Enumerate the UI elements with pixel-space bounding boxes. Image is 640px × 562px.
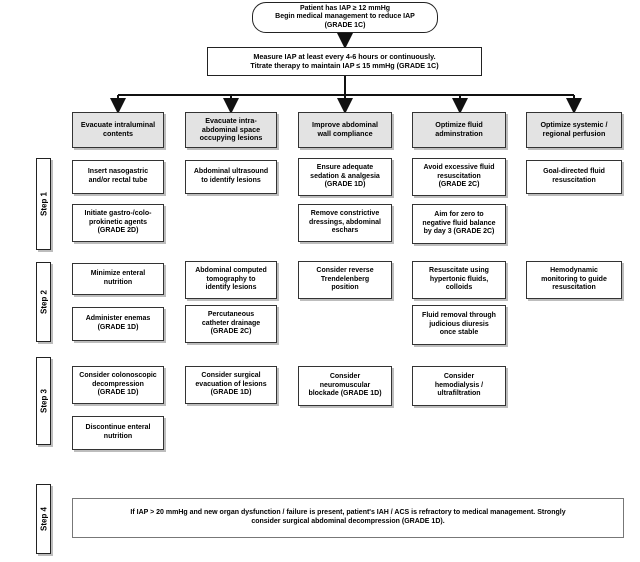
column-header-wall-compliance: Improve abdominal wall compliance: [298, 112, 392, 148]
step1-abdominal-ultrasound: Abdominal ultrasound to identify lesions: [185, 160, 277, 194]
step-1-text: Step 1: [39, 191, 48, 217]
step-2-text: Step 2: [39, 289, 48, 315]
step2-catheter-drainage: Percutaneous catheter drainage (GRADE 2C…: [185, 305, 277, 343]
step2-abdominal-ct: Abdominal computed tomography to identif…: [185, 261, 277, 299]
column-header-perfusion: Optimize systemic / regional perfusion: [526, 112, 622, 148]
step1-zero-fluid-balance: Aim for zero to negative fluid balance b…: [412, 204, 506, 244]
step1-remove-dressings: Remove constrictive dressings, abdominal…: [298, 204, 392, 242]
step3-surgical-evacuation: Consider surgical evacuation of lesions …: [185, 366, 277, 404]
step1-avoid-excessive-fluid: Avoid excessive fluid resuscitation (GRA…: [412, 158, 506, 196]
column-header-fluid: Optimize fluid adminstration: [412, 112, 506, 148]
step1-goal-directed-resuscitation: Goal-directed fluid resuscitation: [526, 160, 622, 194]
column-header-space-occupying: Evacuate intra- abdominal space occupyin…: [185, 112, 277, 148]
start-condition-box: Patient has IAP ≥ 12 mmHg Begin medical …: [252, 2, 438, 33]
step1-nasogastric-tube: Insert nasogastric and/or rectal tube: [72, 160, 164, 194]
step2-reverse-trendelenberg: Consider reverse Trendelenberg position: [298, 261, 392, 299]
step3-discontinue-enteral: Discontinue enteral nutrition: [72, 416, 164, 450]
step1-prokinetic-agents: Initiate gastro-/colo- prokinetic agents…: [72, 204, 164, 242]
step3-neuromuscular-blockade: Consider neuromuscular blockade (GRADE 1…: [298, 366, 392, 406]
step-4-label: Step 4: [36, 484, 51, 554]
measure-iap-box: Measure IAP at least every 4-6 hours or …: [207, 47, 482, 76]
step-2-label: Step 2: [36, 262, 51, 342]
step1-sedation-analgesia: Ensure adequate sedation & analgesia (GR…: [298, 158, 392, 196]
step-3-text: Step 3: [39, 388, 48, 414]
step-4-text: Step 4: [39, 506, 48, 532]
step3-colonoscopic-decompression: Consider colonoscopic decompression (GRA…: [72, 366, 164, 404]
step2-fluid-removal: Fluid removal through judicious diuresis…: [412, 305, 506, 345]
step4-refractory-decompression: If IAP > 20 mmHg and new organ dysfuncti…: [72, 498, 624, 538]
step2-hemodynamic-monitoring: Hemodynamic monitoring to guide resuscit…: [526, 261, 622, 299]
step-1-label: Step 1: [36, 158, 51, 250]
column-header-intraluminal: Evacuate intraluminal contents: [72, 112, 164, 148]
step2-minimize-enteral: Minimize enteral nutrition: [72, 263, 164, 295]
step2-administer-enemas: Administer enemas (GRADE 1D): [72, 307, 164, 341]
step2-hypertonic-fluids: Resuscitate using hypertonic fluids, col…: [412, 261, 506, 299]
step-3-label: Step 3: [36, 357, 51, 445]
step3-hemodialysis: Consider hemodialysis / ultrafiltration: [412, 366, 506, 406]
